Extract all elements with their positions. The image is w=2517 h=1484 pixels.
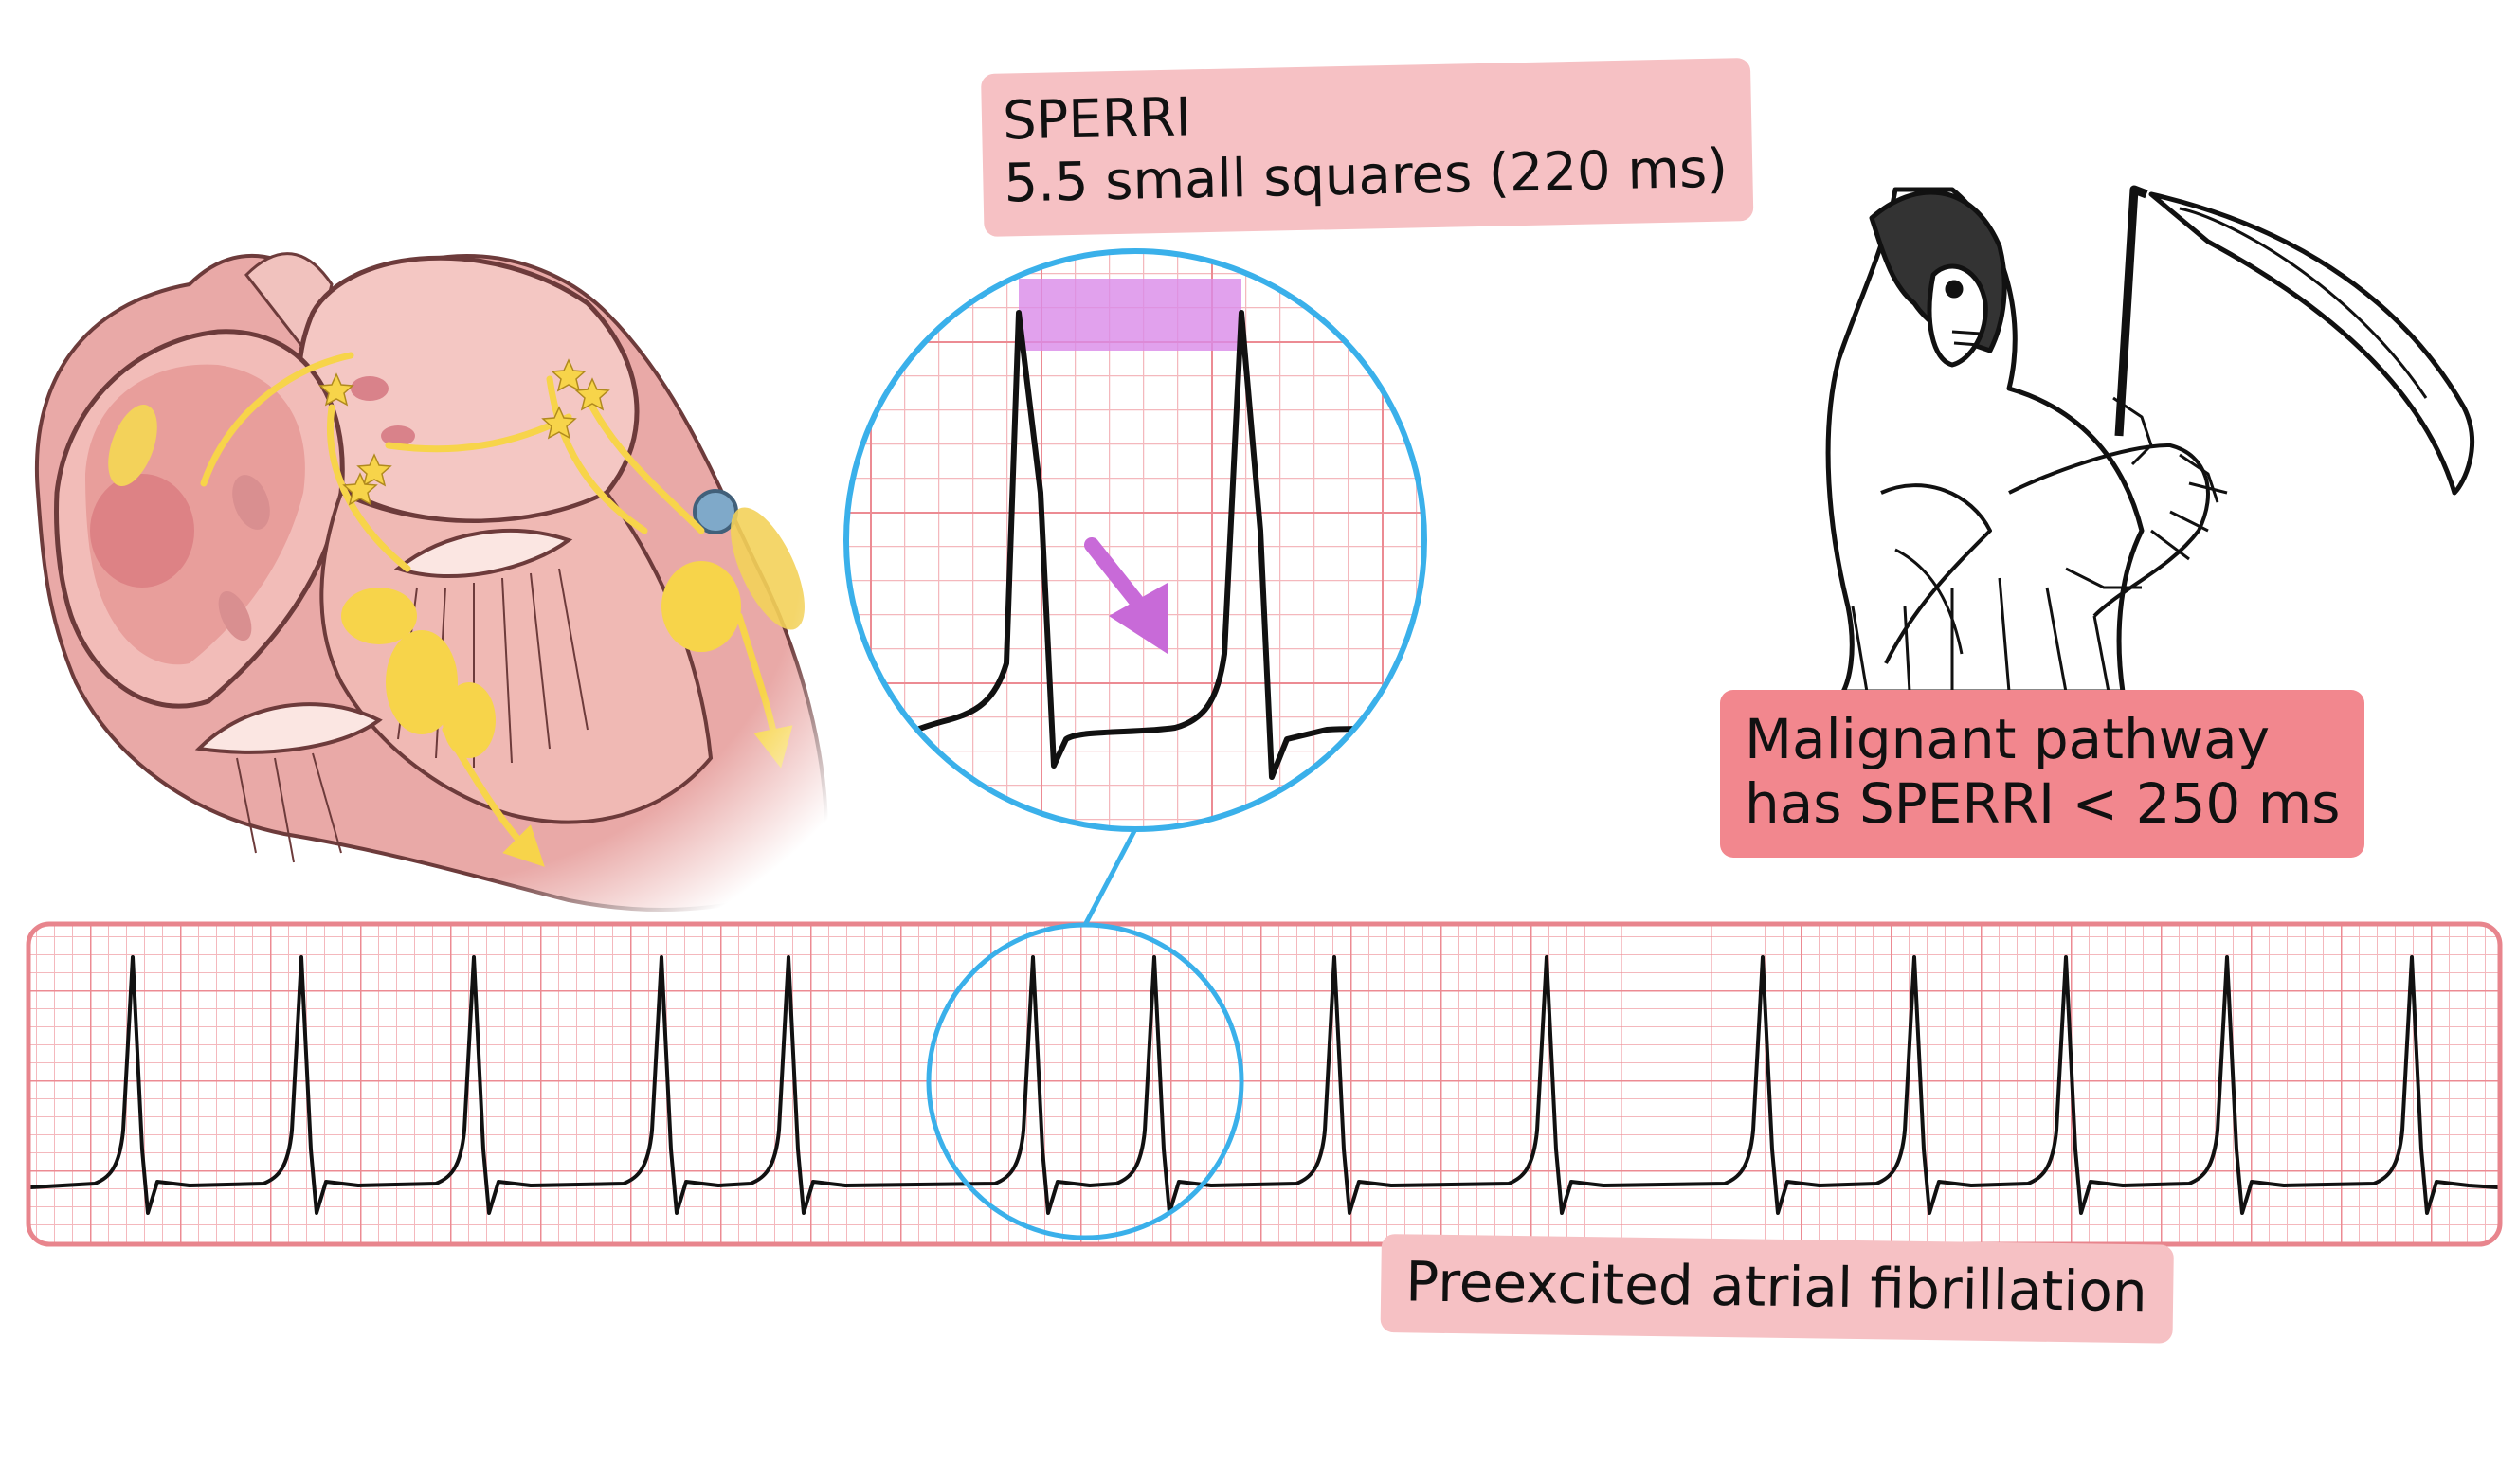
down-right-arrow-icon — [1084, 537, 1168, 654]
zoomed-ecg-trace — [846, 310, 1424, 780]
ecg-strip — [26, 921, 2503, 1247]
grim-reaper-icon — [1825, 185, 2474, 695]
rhythm-label: Preexcited atrial fibrillation — [1380, 1234, 2175, 1345]
ecg-trace — [29, 955, 2499, 1215]
malignant-line-1: Malignant pathway — [1745, 707, 2271, 771]
malignant-line-2: has SPERRI < 250 ms — [1745, 771, 2341, 837]
magnifier-circle-icon — [843, 248, 1427, 1240]
sperri-label: SPERRI 5.5 small squares (220 ms) — [981, 58, 1754, 238]
malignant-pathway-label: Malignant pathway has SPERRI < 250 ms — [1720, 690, 2365, 858]
sperri-interval-bar — [1019, 279, 1241, 351]
heart-conduction-illustration — [19, 246, 853, 929]
